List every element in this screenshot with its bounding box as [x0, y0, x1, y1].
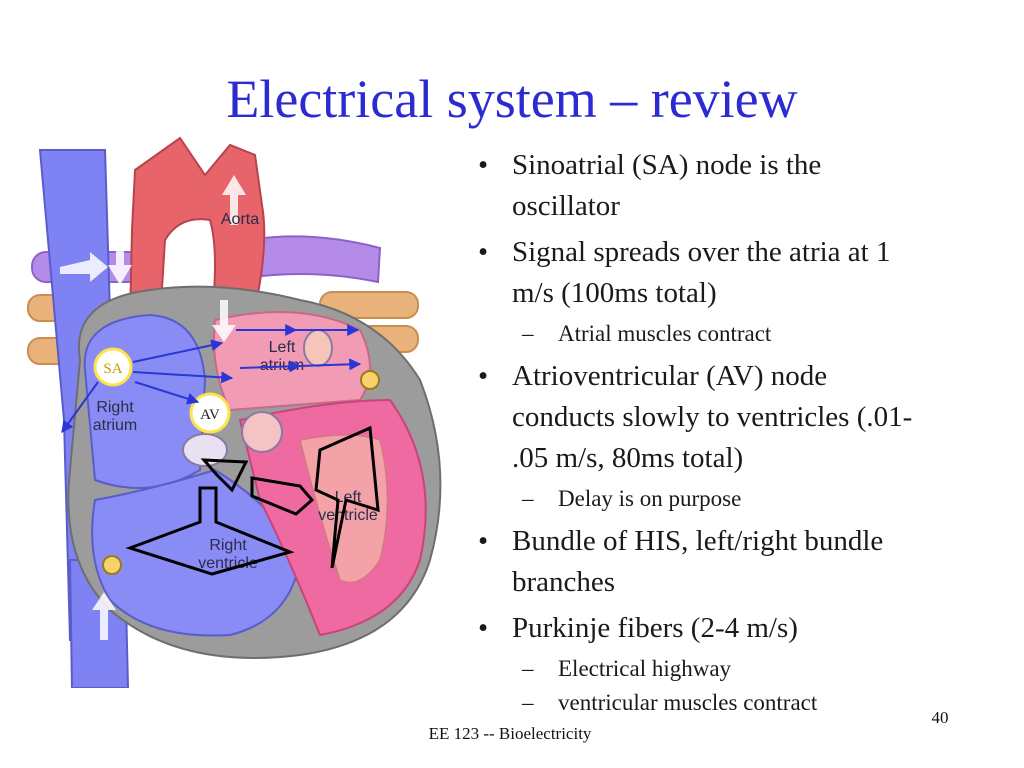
subbullet-ventricular-contract: ventricular muscles contract — [470, 686, 990, 720]
av-node-marker — [189, 392, 231, 434]
bullet-av-node: Atrioventricular (AV) node conducts slow… — [470, 356, 990, 479]
right-atrium-label-1: Right — [96, 399, 134, 416]
right-ventricle-chamber — [91, 468, 302, 637]
conduction-pathway-arrows — [125, 425, 380, 576]
bullet-purkinje: Purkinje fibers (2-4 m/s) — [470, 608, 990, 649]
bullet-sa-node: Sinoatrial (SA) node is the oscillator — [470, 145, 990, 227]
subbullet-atrial-contract: Atrial muscles contract — [470, 317, 990, 351]
slide-title: Electrical system – review — [226, 69, 798, 129]
subbullet-electrical-highway: Electrical highway — [470, 652, 990, 686]
right-atrium-label-2: atrium — [93, 417, 137, 434]
bullet-bundle-his: Bundle of HIS, left/right bundle branche… — [470, 521, 990, 603]
bullet-list: Sinoatrial (SA) node is the oscillator S… — [470, 140, 990, 720]
bullet-signal-spreads: Signal spreads over the atria at 1 m/s (… — [470, 232, 990, 314]
left-atrium-label-1: Left — [269, 339, 296, 356]
av-node-label: AV — [200, 407, 220, 423]
valve-node-right — [360, 370, 380, 390]
slide-footer: EE 123 -- Bioelectricity — [428, 724, 592, 743]
left-ventricle-label-2: ventricle — [318, 507, 378, 524]
right-ventricle-label-1: Right — [209, 537, 247, 554]
blood-flow-arrows — [60, 175, 246, 640]
subbullet-delay: Delay is on purpose — [470, 482, 990, 516]
aorta-label: Aorta — [221, 211, 259, 228]
sa-node-marker — [93, 347, 133, 387]
sa-node-label: SA — [103, 361, 122, 377]
page-number: 40 — [931, 708, 949, 727]
valves — [182, 329, 333, 467]
valve-node-bottom — [102, 555, 122, 575]
heart-diagram: Aorta Left atrium Right atrium Left vent… — [27, 136, 442, 688]
sa-signal-arrows — [61, 324, 362, 433]
right-ventricle-label-2: ventricle — [198, 555, 258, 572]
